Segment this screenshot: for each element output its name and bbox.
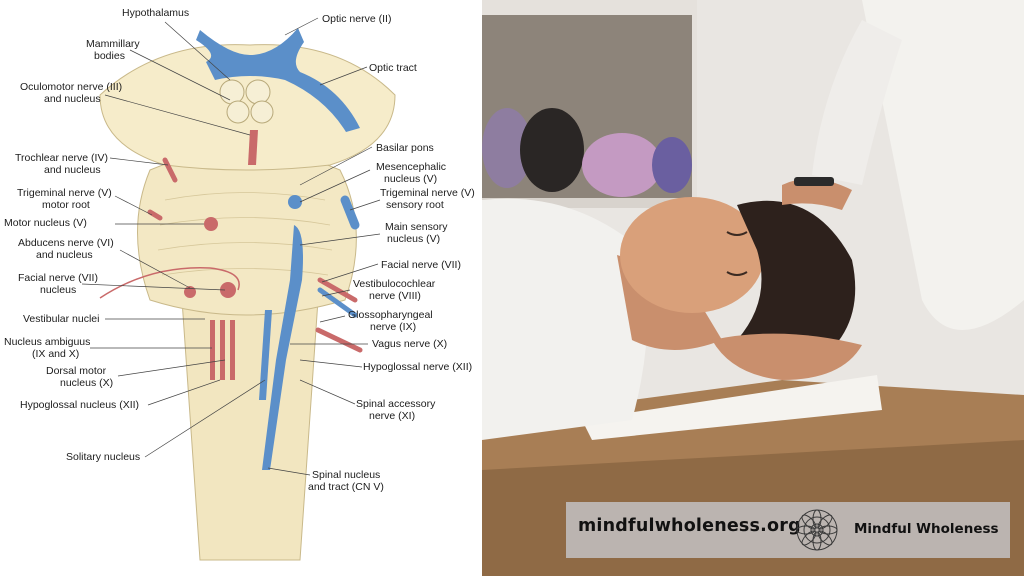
label-hypothalamus: Hypothalamus — [122, 7, 189, 19]
massage-photo — [482, 0, 1024, 576]
facial-nucleus — [220, 282, 236, 298]
label-glossopharyngeal-2: nerve (IX) — [370, 321, 416, 333]
label-mammillary-2: bodies — [94, 50, 125, 62]
hand-top — [782, 178, 852, 210]
label-trigeminal-motor-1: Trigeminal nerve (V) — [17, 187, 112, 199]
label-mesencephalic-2: nucleus (V) — [384, 173, 437, 185]
medulla-motor-columns — [210, 320, 235, 380]
therapist-sleeve — [862, 0, 1024, 330]
nerve-roots — [147, 157, 363, 353]
towel-pink — [582, 133, 662, 197]
label-mammillary-1: Mammillary — [86, 38, 140, 50]
brainstem-illustration: Hypothalamus Optic nerve (II) Mammillary… — [4, 7, 475, 561]
brainstem-diagram: Hypothalamus Optic nerve (II) Mammillary… — [0, 0, 482, 576]
label-ambiguus-2: (IX and X) — [32, 348, 79, 360]
watch — [794, 177, 834, 186]
label-facial-nucleus-2: nucleus — [40, 284, 76, 296]
spinal-trigeminal-tract — [262, 225, 303, 470]
label-trochlear-2: and nucleus — [44, 164, 101, 176]
label-vestibular-nuclei: Vestibular nuclei — [23, 313, 99, 325]
website-url[interactable]: mindfulwholeness.org — [578, 516, 801, 536]
towel-dark — [520, 108, 584, 192]
label-trigeminal-sensory-1: Trigeminal nerve (V) — [380, 187, 475, 199]
label-vagus: Vagus nerve (X) — [372, 338, 447, 350]
hand-bottom — [712, 333, 862, 380]
leader-lines — [81, 17, 381, 476]
mammillary-bodies — [219, 79, 274, 124]
label-abducens-1: Abducens nerve (VI) — [18, 237, 114, 249]
solitary-column — [259, 310, 272, 400]
optic-chiasm — [196, 28, 360, 132]
towel-purple — [482, 108, 532, 188]
watermark-banner: mindfulwholeness.org Mindful Wholeness — [566, 502, 1010, 558]
label-solitary: Solitary nucleus — [66, 451, 140, 463]
diagram-labels: Hypothalamus Optic nerve (II) Mammillary… — [4, 7, 475, 493]
label-ambiguus-1: Nucleus ambiguus — [4, 336, 90, 348]
motor-nucleus-v — [204, 217, 218, 231]
label-spinal-accessory-2: nerve (XI) — [369, 410, 415, 422]
spinal-cord-shape — [181, 299, 319, 561]
label-spinal-tract-1: Spinal nucleus — [312, 469, 380, 481]
label-main-sensory-2: nucleus (V) — [387, 233, 440, 245]
white-shirt — [482, 198, 648, 440]
label-dorsal-motor-1: Dorsal motor — [46, 365, 107, 377]
pillow-cloth — [582, 375, 882, 440]
label-optic-nerve: Optic nerve (II) — [322, 13, 391, 25]
label-main-sensory-1: Main sensory — [385, 221, 448, 233]
face — [620, 197, 764, 313]
brand-name: Mindful Wholeness — [854, 521, 999, 537]
label-basilar-pons: Basilar pons — [376, 142, 434, 154]
label-oculomotor-1: Oculomotor nerve (III) — [20, 81, 122, 93]
oculomotor-nucleus — [248, 130, 258, 165]
facial-nerve-loop — [99, 267, 240, 299]
label-vestibulocochlear-1: Vestibulocochlear — [353, 278, 436, 290]
label-motor-nucleus: Motor nucleus (V) — [4, 217, 87, 229]
label-trigeminal-motor-2: motor root — [42, 199, 90, 211]
pons-striations — [157, 192, 333, 276]
photo-illustration — [482, 0, 1024, 576]
mesencephalic-nucleus — [288, 195, 302, 209]
mandala-logo-icon — [796, 509, 838, 551]
label-vestibulocochlear-2: nerve (VIII) — [369, 290, 421, 302]
label-hypoglossal-nucleus: Hypoglossal nucleus (XII) — [20, 399, 139, 411]
label-hypoglossal-nerve: Hypoglossal nerve (XII) — [363, 361, 472, 373]
label-trochlear-1: Trochlear nerve (IV) — [15, 152, 108, 164]
label-optic-tract: Optic tract — [369, 62, 417, 74]
label-spinal-tract-2: and tract (CN V) — [308, 481, 384, 493]
label-dorsal-motor-2: nucleus (X) — [60, 377, 113, 389]
label-spinal-accessory-1: Spinal accessory — [356, 398, 436, 410]
label-abducens-2: and nucleus — [36, 249, 93, 261]
label-glossopharyngeal-1: Glossopharyngeal — [348, 309, 433, 321]
hair — [737, 200, 856, 370]
label-facial-nerve: Facial nerve (VII) — [381, 259, 461, 271]
label-facial-nucleus-1: Facial nerve (VII) — [18, 272, 98, 284]
label-oculomotor-2: and nucleus — [44, 93, 101, 105]
label-mesencephalic-1: Mesencephalic — [376, 161, 446, 173]
label-trigeminal-sensory-2: sensory root — [386, 199, 444, 211]
